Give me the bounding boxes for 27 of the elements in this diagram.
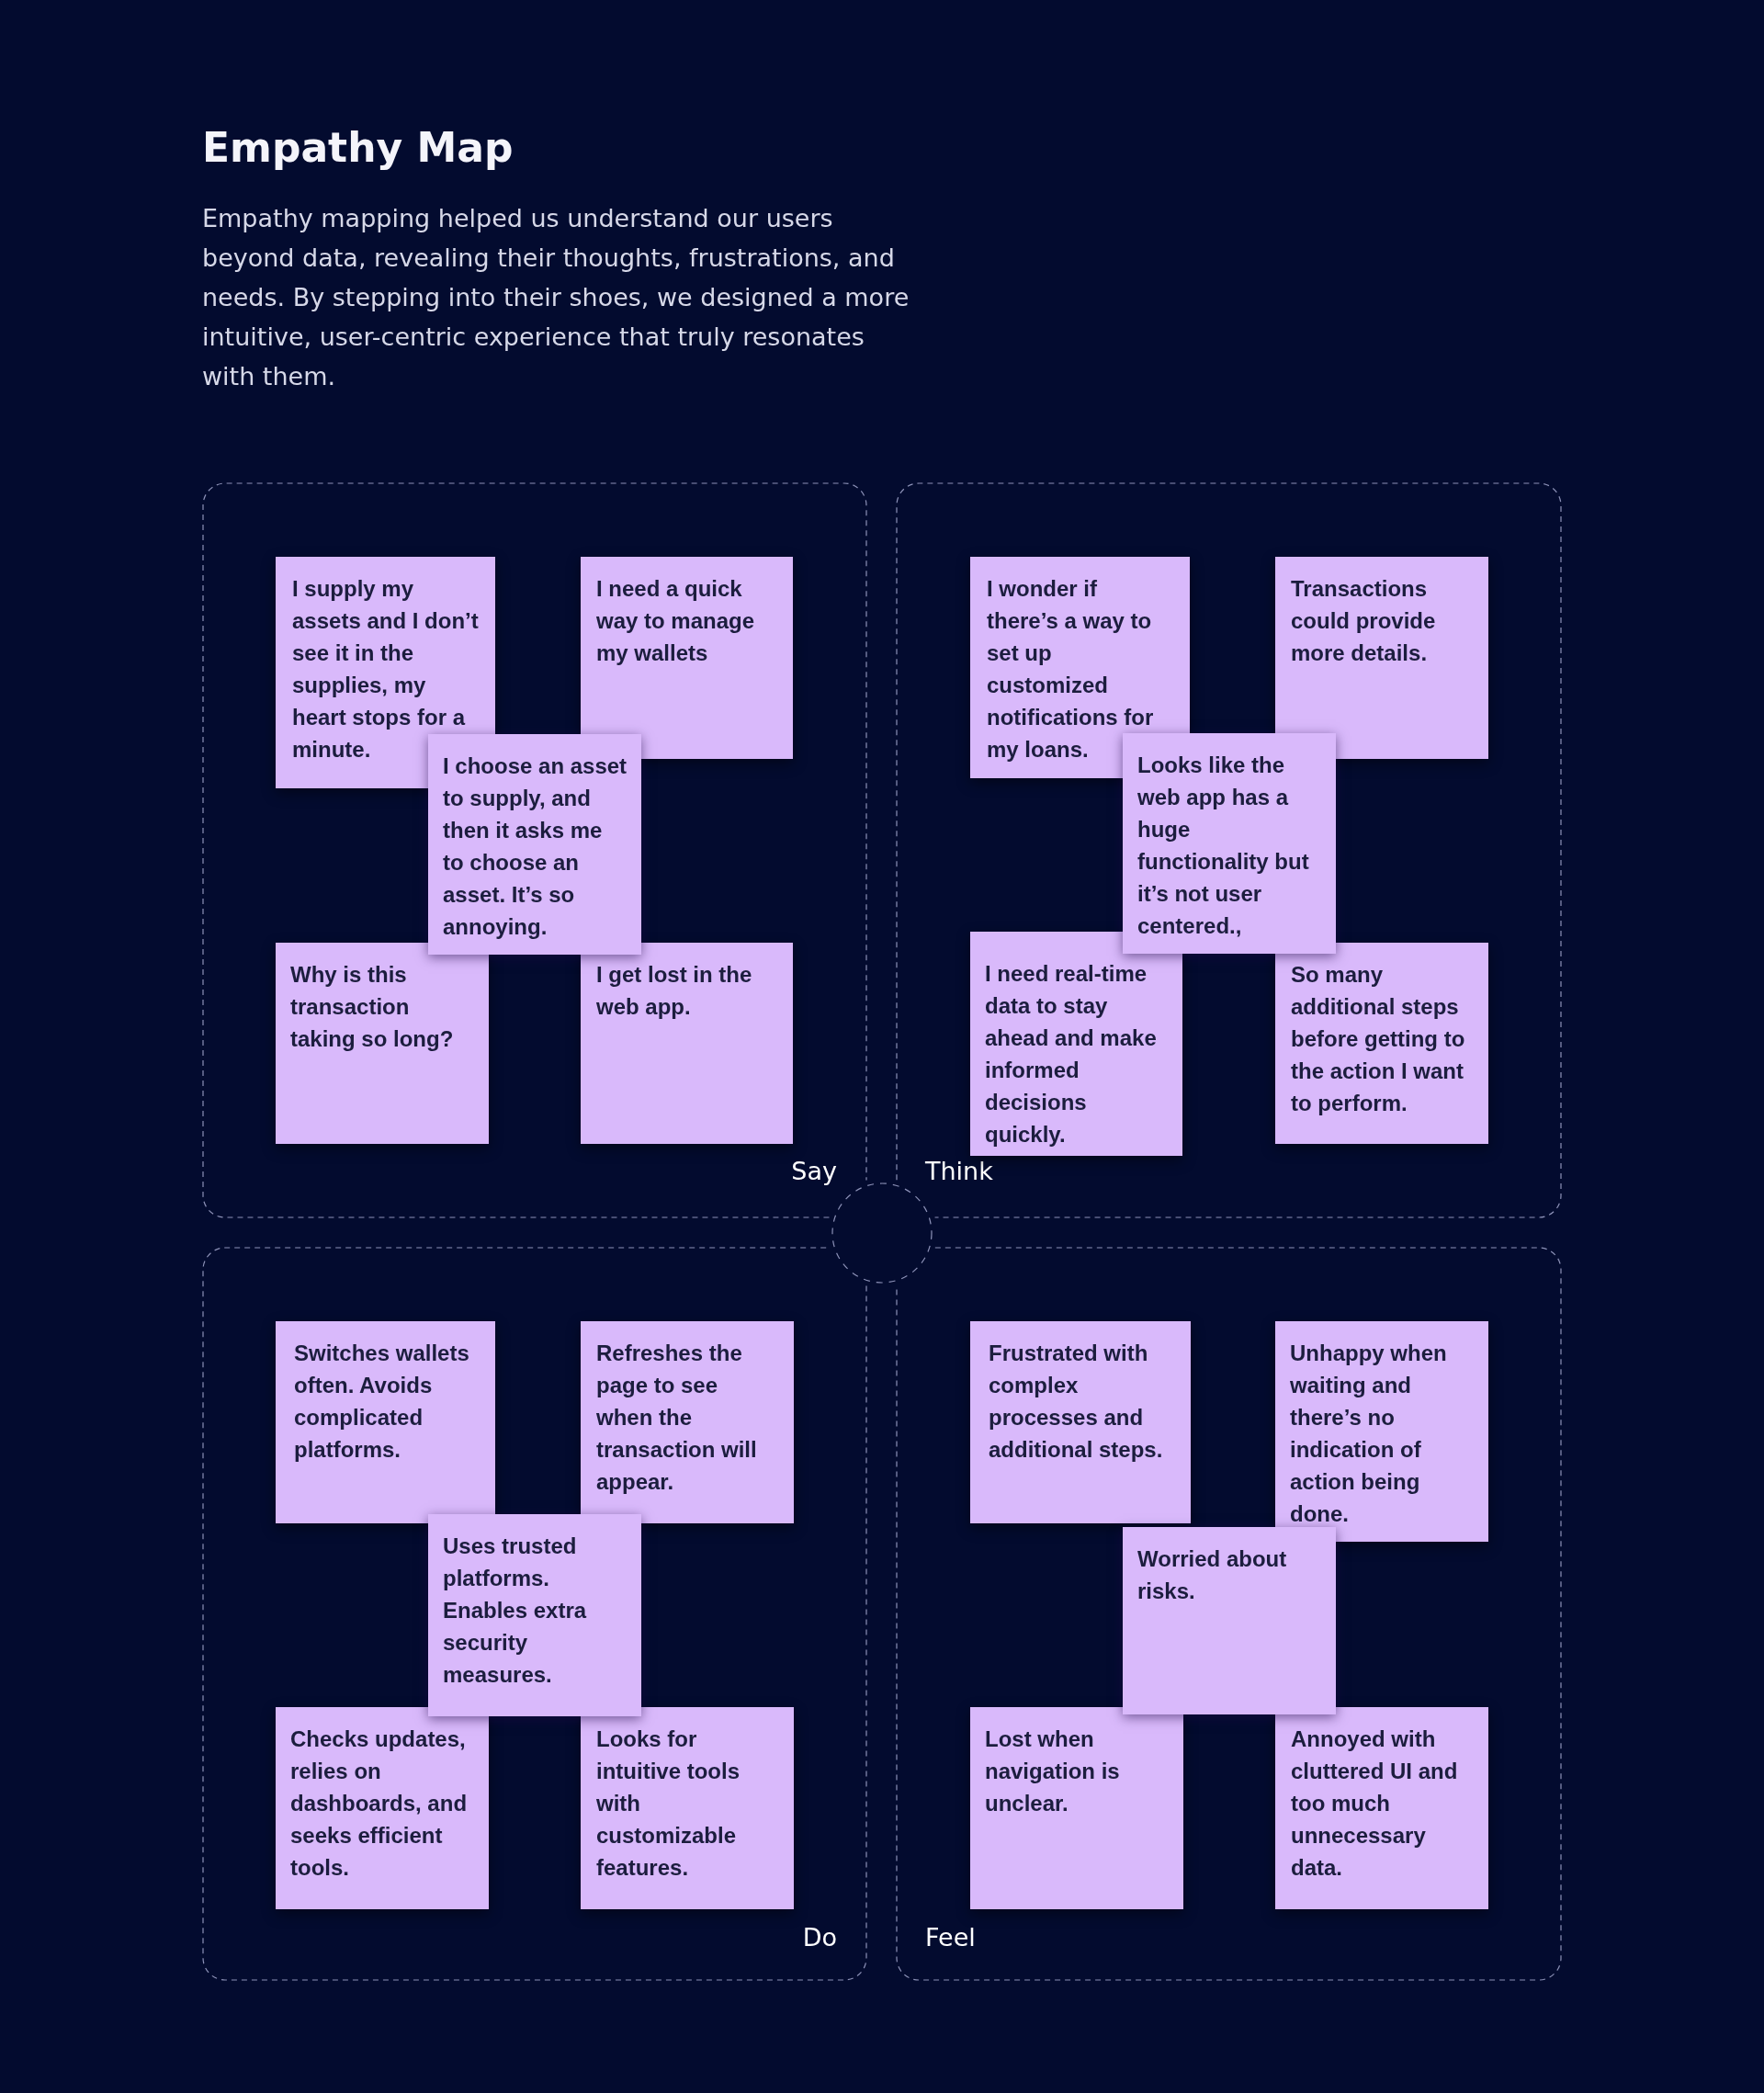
quadrant-panel — [897, 1248, 1561, 1980]
intro-paragraph: Empathy mapping helped us understand our users beyond data, revealing their thoughts, frustrations, and needs. By stepping into their shoes, we designed a more intuitive, user-centric experience that truly resonates with them. — [202, 203, 910, 392]
sticky-note: Frustrated with complex processes and additional steps. — [970, 1321, 1191, 1523]
quadrant-panel — [203, 1248, 866, 1980]
sticky-note: Transactions could provide more details. — [1275, 557, 1488, 759]
quadrant-label: Do — [802, 1925, 837, 1950]
sticky-note: Refreshes the page to see when the transaction will appear. — [581, 1321, 794, 1523]
sticky-note: Why is this transaction taking so long? — [276, 943, 489, 1144]
sticky-note: I need a quick way to manage my wallets — [581, 557, 793, 759]
sticky-note: Annoyed with cluttered UI and too much unnecessary data. — [1275, 1707, 1488, 1909]
quadrant-label: Think — [925, 1159, 993, 1183]
sticky-note: Lost when navigation is unclear. — [970, 1707, 1183, 1909]
sticky-note: Looks for intuitive tools with customizable features. — [581, 1707, 794, 1909]
sticky-note: Looks like the web app has a huge functionality but it’s not user centered., — [1123, 733, 1336, 954]
sticky-note: Uses trusted platforms. Enables extra security measures. — [428, 1514, 641, 1716]
quadrant-label: Feel — [925, 1925, 976, 1950]
sticky-note: Unhappy when waiting and there’s no indication of action being done. — [1275, 1321, 1488, 1542]
page-title: Empathy Map — [202, 128, 514, 168]
quadrant-label: Say — [791, 1159, 837, 1183]
quadrant-panel — [897, 483, 1561, 1217]
sticky-note: Worried about risks. — [1123, 1527, 1336, 1714]
sticky-note: I choose an asset to supply, and then it asks me to choose an asset. It’s so annoying. — [428, 734, 641, 955]
quadrant-panel — [203, 483, 866, 1217]
sticky-note: I get lost in the web app. — [581, 943, 793, 1144]
sticky-note: Checks updates, relies on dashboards, and seeks efficient tools. — [276, 1707, 489, 1909]
sticky-note: Switches wallets often. Avoids complicated platforms. — [276, 1321, 495, 1523]
sticky-note: So many additional steps before getting to the action I want to perform. — [1275, 943, 1488, 1144]
